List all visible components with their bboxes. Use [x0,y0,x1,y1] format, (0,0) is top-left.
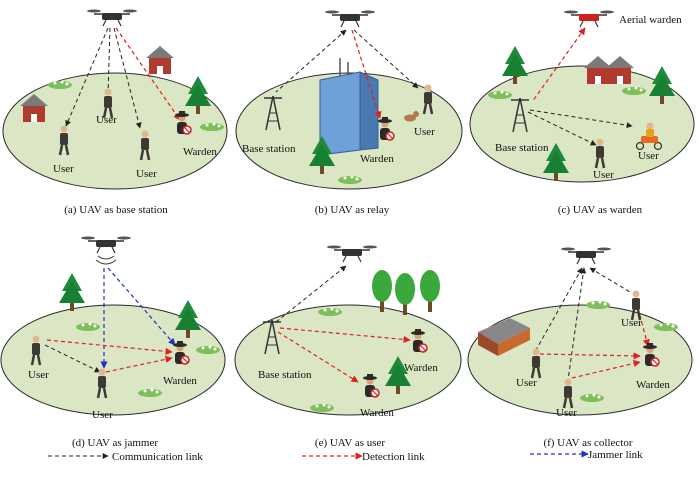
tree-icon [59,273,85,311]
label: Base station [258,369,312,381]
panel-c: Aerial warden Base station User User (c)… [469,9,695,216]
legend: Communication link Detection link Jammer… [48,449,643,463]
panel-f: User User User Warden (f) UAV as collect… [467,246,693,449]
caption: (d) UAV as jammer [72,437,158,449]
label: Base station [242,143,296,155]
drone-icon [560,246,612,265]
drone-icon [326,244,378,263]
label: Aerial warden [619,14,682,26]
label: User [92,409,113,421]
label: Warden [163,375,197,387]
tree-icon [372,270,392,312]
label: User [621,317,642,329]
label: User [556,407,577,419]
building-icon [478,318,530,356]
grass-icon [586,300,610,309]
label: Warden [183,146,217,158]
caption: (a) UAV as base station [64,204,168,216]
house-icon [146,46,174,74]
caption: (e) UAV as user [315,437,385,449]
legend-jammer-label: Jammer link [588,449,643,461]
label: User [414,126,435,138]
drone-icon [324,9,376,28]
label: User [516,377,537,389]
label: Warden [360,407,394,419]
panel-e: Base station Warden Warden (e) UAV as us… [234,244,462,449]
label: Warden [404,362,438,374]
dog-icon [404,111,419,122]
legend-detection-label: Detection link [362,451,425,463]
drone-icon [80,235,132,254]
label: Base station [495,142,549,154]
label: User [638,150,659,162]
legend-communication-label: Communication link [112,451,203,463]
label: Warden [636,379,670,391]
label: Warden [360,153,394,165]
label: User [593,169,614,181]
label: User [53,163,74,175]
drone-icon [86,8,138,27]
caption: (c) UAV as warden [558,204,643,216]
panel-b: Base station User Warden (b) UAV as rela… [235,9,463,216]
house-icon [606,56,634,84]
scooter-icon [635,122,663,151]
aerial-warden-drone-icon [563,9,615,28]
label: User [136,168,157,180]
label: User [96,114,117,126]
jammer-signal-icon [95,255,117,265]
panel-d: User User Warden (d) UAV as jammer [0,235,226,449]
tree-icon [395,273,415,315]
panel-a: User User User Warden (a) UAV as base st… [2,8,228,216]
tree-icon [420,270,440,312]
building-icon [319,58,379,156]
caption: (f) UAV as collector [543,437,632,449]
label: User [28,369,49,381]
house-icon [584,56,612,84]
caption: (b) UAV as relay [315,204,390,216]
